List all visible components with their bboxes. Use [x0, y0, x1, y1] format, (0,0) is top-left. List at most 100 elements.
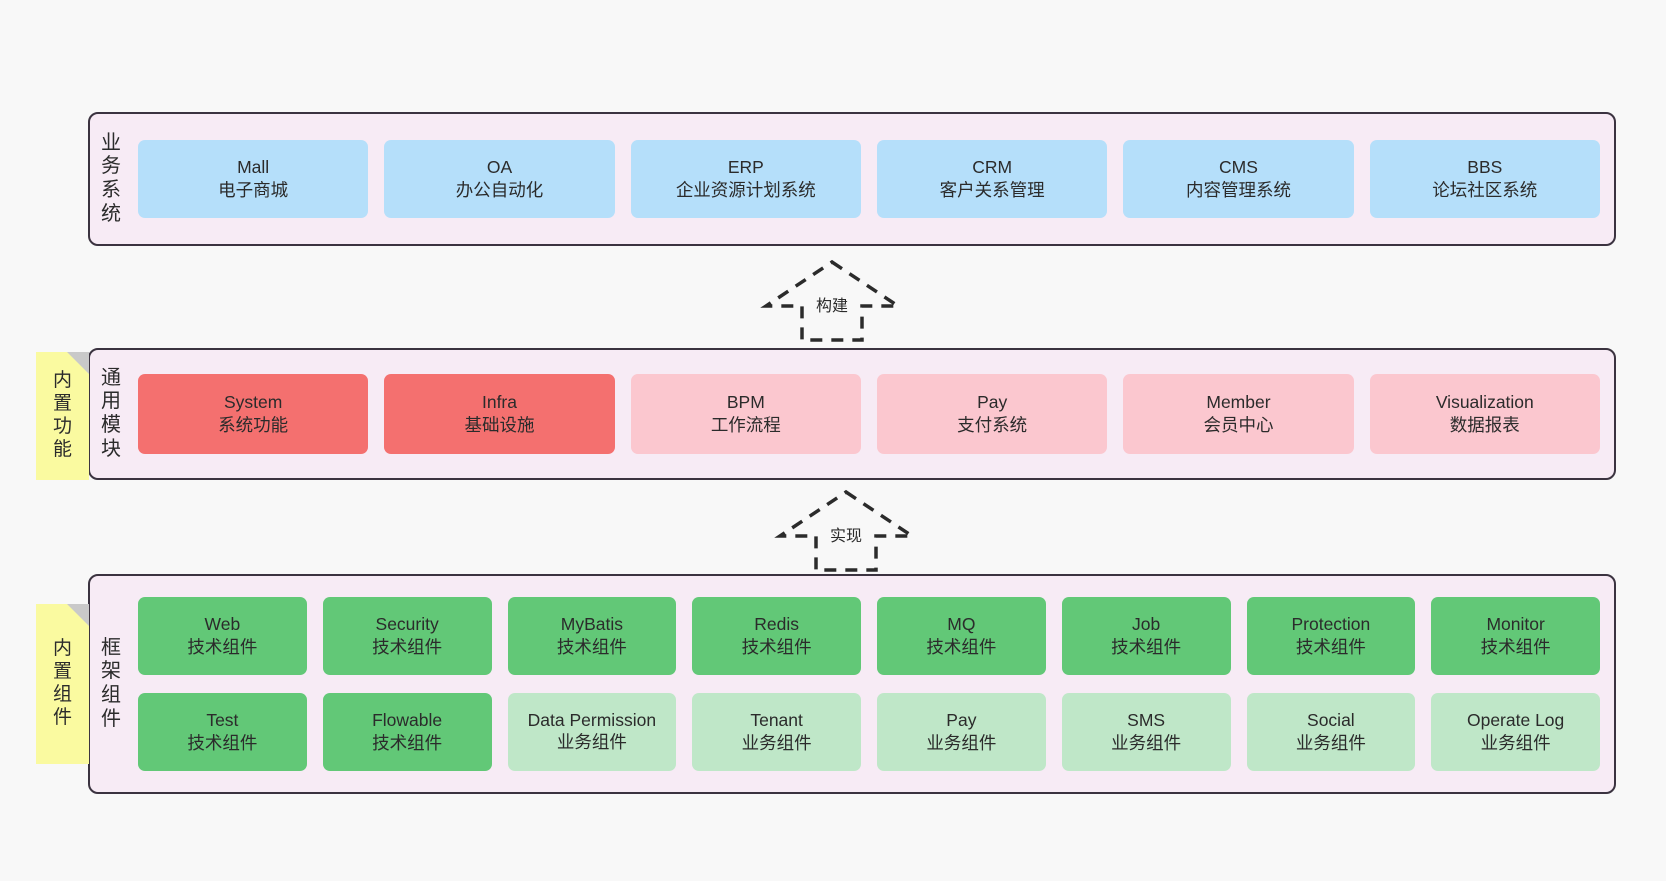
node-monitor-name: Monitor	[1486, 613, 1545, 634]
node-test[interactable]: Test 技术组件	[138, 693, 307, 771]
node-redis[interactable]: Redis 技术组件	[692, 597, 861, 675]
node-oa-sub: 办公自动化	[455, 180, 544, 200]
node-mall-sub: 电子商城	[218, 180, 289, 200]
node-monitor[interactable]: Monitor 技术组件	[1431, 597, 1600, 675]
implement-arrow-icon	[774, 489, 918, 572]
node-bpm-name: BPM	[726, 391, 765, 412]
node-social-name: Social	[1307, 709, 1355, 730]
node-mybatis[interactable]: MyBatis 技术组件	[507, 597, 677, 675]
node-bbs[interactable]: BBS 论坛社区系统	[1369, 140, 1600, 218]
node-member[interactable]: Member 会员中心	[1123, 374, 1354, 454]
layer-business-body: Mall 电子商城 OA 办公自动化 ERP 企业资源计划系统 CRM 客户关系…	[132, 114, 1614, 244]
node-pay-module-sub: 支付系统	[957, 415, 1028, 435]
node-mq[interactable]: MQ 技术组件	[877, 597, 1046, 675]
node-job-name: Job	[1132, 613, 1161, 634]
node-sms-name: SMS	[1127, 709, 1166, 730]
node-crm-sub: 客户关系管理	[939, 180, 1045, 200]
node-data-permission[interactable]: Data Permission 业务组件	[507, 693, 677, 771]
node-web[interactable]: Web 技术组件	[138, 597, 307, 675]
business-systems-row: Mall 电子商城 OA 办公自动化 ERP 企业资源计划系统 CRM 客户关系…	[138, 140, 1600, 218]
node-tenant-sub: 业务组件	[741, 733, 812, 753]
sticky-components-char-3: 组	[52, 684, 72, 705]
node-protection-name: Protection	[1291, 613, 1371, 634]
layer-modules-title-char-1: 通	[101, 366, 121, 389]
sticky-functions-char-1: 内	[52, 370, 72, 392]
node-redis-name: Redis	[754, 613, 799, 634]
node-member-sub: 会员中心	[1203, 415, 1274, 435]
node-erp[interactable]: ERP 企业资源计划系统	[630, 140, 861, 218]
node-flowable-name: Flowable	[372, 709, 443, 730]
node-monitor-sub: 技术组件	[1480, 637, 1551, 657]
node-test-sub: 技术组件	[187, 733, 258, 753]
node-pay-module[interactable]: Pay 支付系统	[876, 374, 1108, 454]
node-sms-sub: 业务组件	[1111, 733, 1182, 753]
node-visualization[interactable]: Visualization 数据报表	[1369, 374, 1600, 454]
sticky-components-char-1: 内	[52, 638, 72, 660]
sticky-note-fold-icon	[67, 604, 89, 626]
layer-modules-title: 通 用 模 块	[90, 350, 132, 478]
node-pay-module-name: Pay	[977, 391, 1008, 412]
node-cms-sub: 内容管理系统	[1185, 180, 1291, 200]
sticky-functions-char-2: 置	[52, 393, 72, 415]
node-visualization-sub: 数据报表	[1449, 415, 1520, 435]
general-modules-row: System 系统功能 Infra 基础设施 BPM 工作流程 Pay 支付系统…	[138, 374, 1600, 454]
layer-framework-title-char-4: 件	[101, 707, 121, 730]
node-bpm-sub: 工作流程	[710, 415, 781, 435]
node-tenant-name: Tenant	[750, 709, 803, 730]
layer-framework-title: 框 架 组 件	[90, 576, 132, 792]
node-security-name: Security	[375, 613, 439, 634]
layer-business-systems: 业 务 系 统 Mall 电子商城 OA 办公自动化 ERP 企业资源计划系统	[88, 112, 1616, 246]
layer-framework-title-char-1: 框	[101, 636, 121, 659]
node-oa-name: OA	[486, 156, 513, 177]
node-erp-sub: 企业资源计划系统	[675, 180, 816, 200]
layer-modules-title-char-3: 模	[101, 414, 121, 436]
layer-business-title-char-1: 业	[101, 131, 121, 154]
node-social[interactable]: Social 业务组件	[1246, 693, 1416, 771]
node-protection[interactable]: Protection 技术组件	[1246, 597, 1416, 675]
node-pay-component-name: Pay	[946, 709, 977, 730]
node-mall-name: Mall	[237, 156, 270, 177]
node-mall[interactable]: Mall 电子商城	[138, 140, 369, 218]
node-web-name: Web	[204, 613, 241, 634]
layer-framework-components: 框 架 组 件 Web 技术组件 Security 技术组件 MyBatis 技…	[88, 574, 1616, 794]
sticky-note-fold-icon	[67, 352, 89, 374]
node-job[interactable]: Job 技术组件	[1061, 597, 1231, 675]
layer-framework-title-char-2: 架	[101, 660, 121, 683]
layer-framework-body: Web 技术组件 Security 技术组件 MyBatis 技术组件 Redi…	[132, 576, 1614, 792]
node-web-sub: 技术组件	[187, 637, 258, 657]
node-pay-component[interactable]: Pay 业务组件	[877, 693, 1046, 771]
sticky-components-char-2: 置	[52, 661, 72, 683]
node-security-sub: 技术组件	[372, 637, 443, 657]
node-operate-log-sub: 业务组件	[1480, 733, 1551, 753]
node-cms-name: CMS	[1219, 156, 1258, 177]
layer-business-title-char-4: 统	[101, 202, 121, 225]
node-mybatis-name: MyBatis	[560, 613, 623, 634]
node-crm[interactable]: CRM 客户关系管理	[876, 140, 1108, 218]
node-member-name: Member	[1206, 391, 1271, 412]
node-tenant[interactable]: Tenant 业务组件	[692, 693, 861, 771]
node-bbs-sub: 论坛社区系统	[1432, 180, 1538, 200]
node-infra[interactable]: Infra 基础设施	[384, 374, 615, 454]
framework-business-components-row: Test 技术组件 Flowable 技术组件 Data Permission …	[138, 693, 1600, 771]
node-flowable[interactable]: Flowable 技术组件	[322, 693, 492, 771]
node-infra-sub: 基础设施	[464, 415, 535, 435]
node-cms[interactable]: CMS 内容管理系统	[1123, 140, 1354, 218]
layer-modules-title-char-4: 块	[101, 437, 121, 460]
node-security[interactable]: Security 技术组件	[322, 597, 492, 675]
layer-modules-title-char-2: 用	[101, 390, 121, 413]
node-system[interactable]: System 系统功能	[138, 374, 369, 454]
node-bpm[interactable]: BPM 工作流程	[630, 374, 861, 454]
node-operate-log[interactable]: Operate Log 业务组件	[1431, 693, 1600, 771]
layer-business-title-char-3: 系	[101, 179, 121, 201]
node-sms[interactable]: SMS 业务组件	[1061, 693, 1231, 771]
node-system-name: System	[223, 391, 283, 412]
sticky-note-builtin-components: 内 置 组 件	[36, 604, 89, 764]
node-erp-name: ERP	[727, 156, 764, 177]
connector-implement-arrow: 实现	[766, 488, 926, 574]
build-arrow-icon	[760, 259, 904, 342]
node-oa[interactable]: OA 办公自动化	[384, 140, 615, 218]
node-test-name: Test	[206, 709, 239, 730]
node-mq-sub: 技术组件	[926, 637, 997, 657]
node-bbs-name: BBS	[1467, 156, 1503, 177]
node-social-sub: 业务组件	[1295, 733, 1366, 753]
